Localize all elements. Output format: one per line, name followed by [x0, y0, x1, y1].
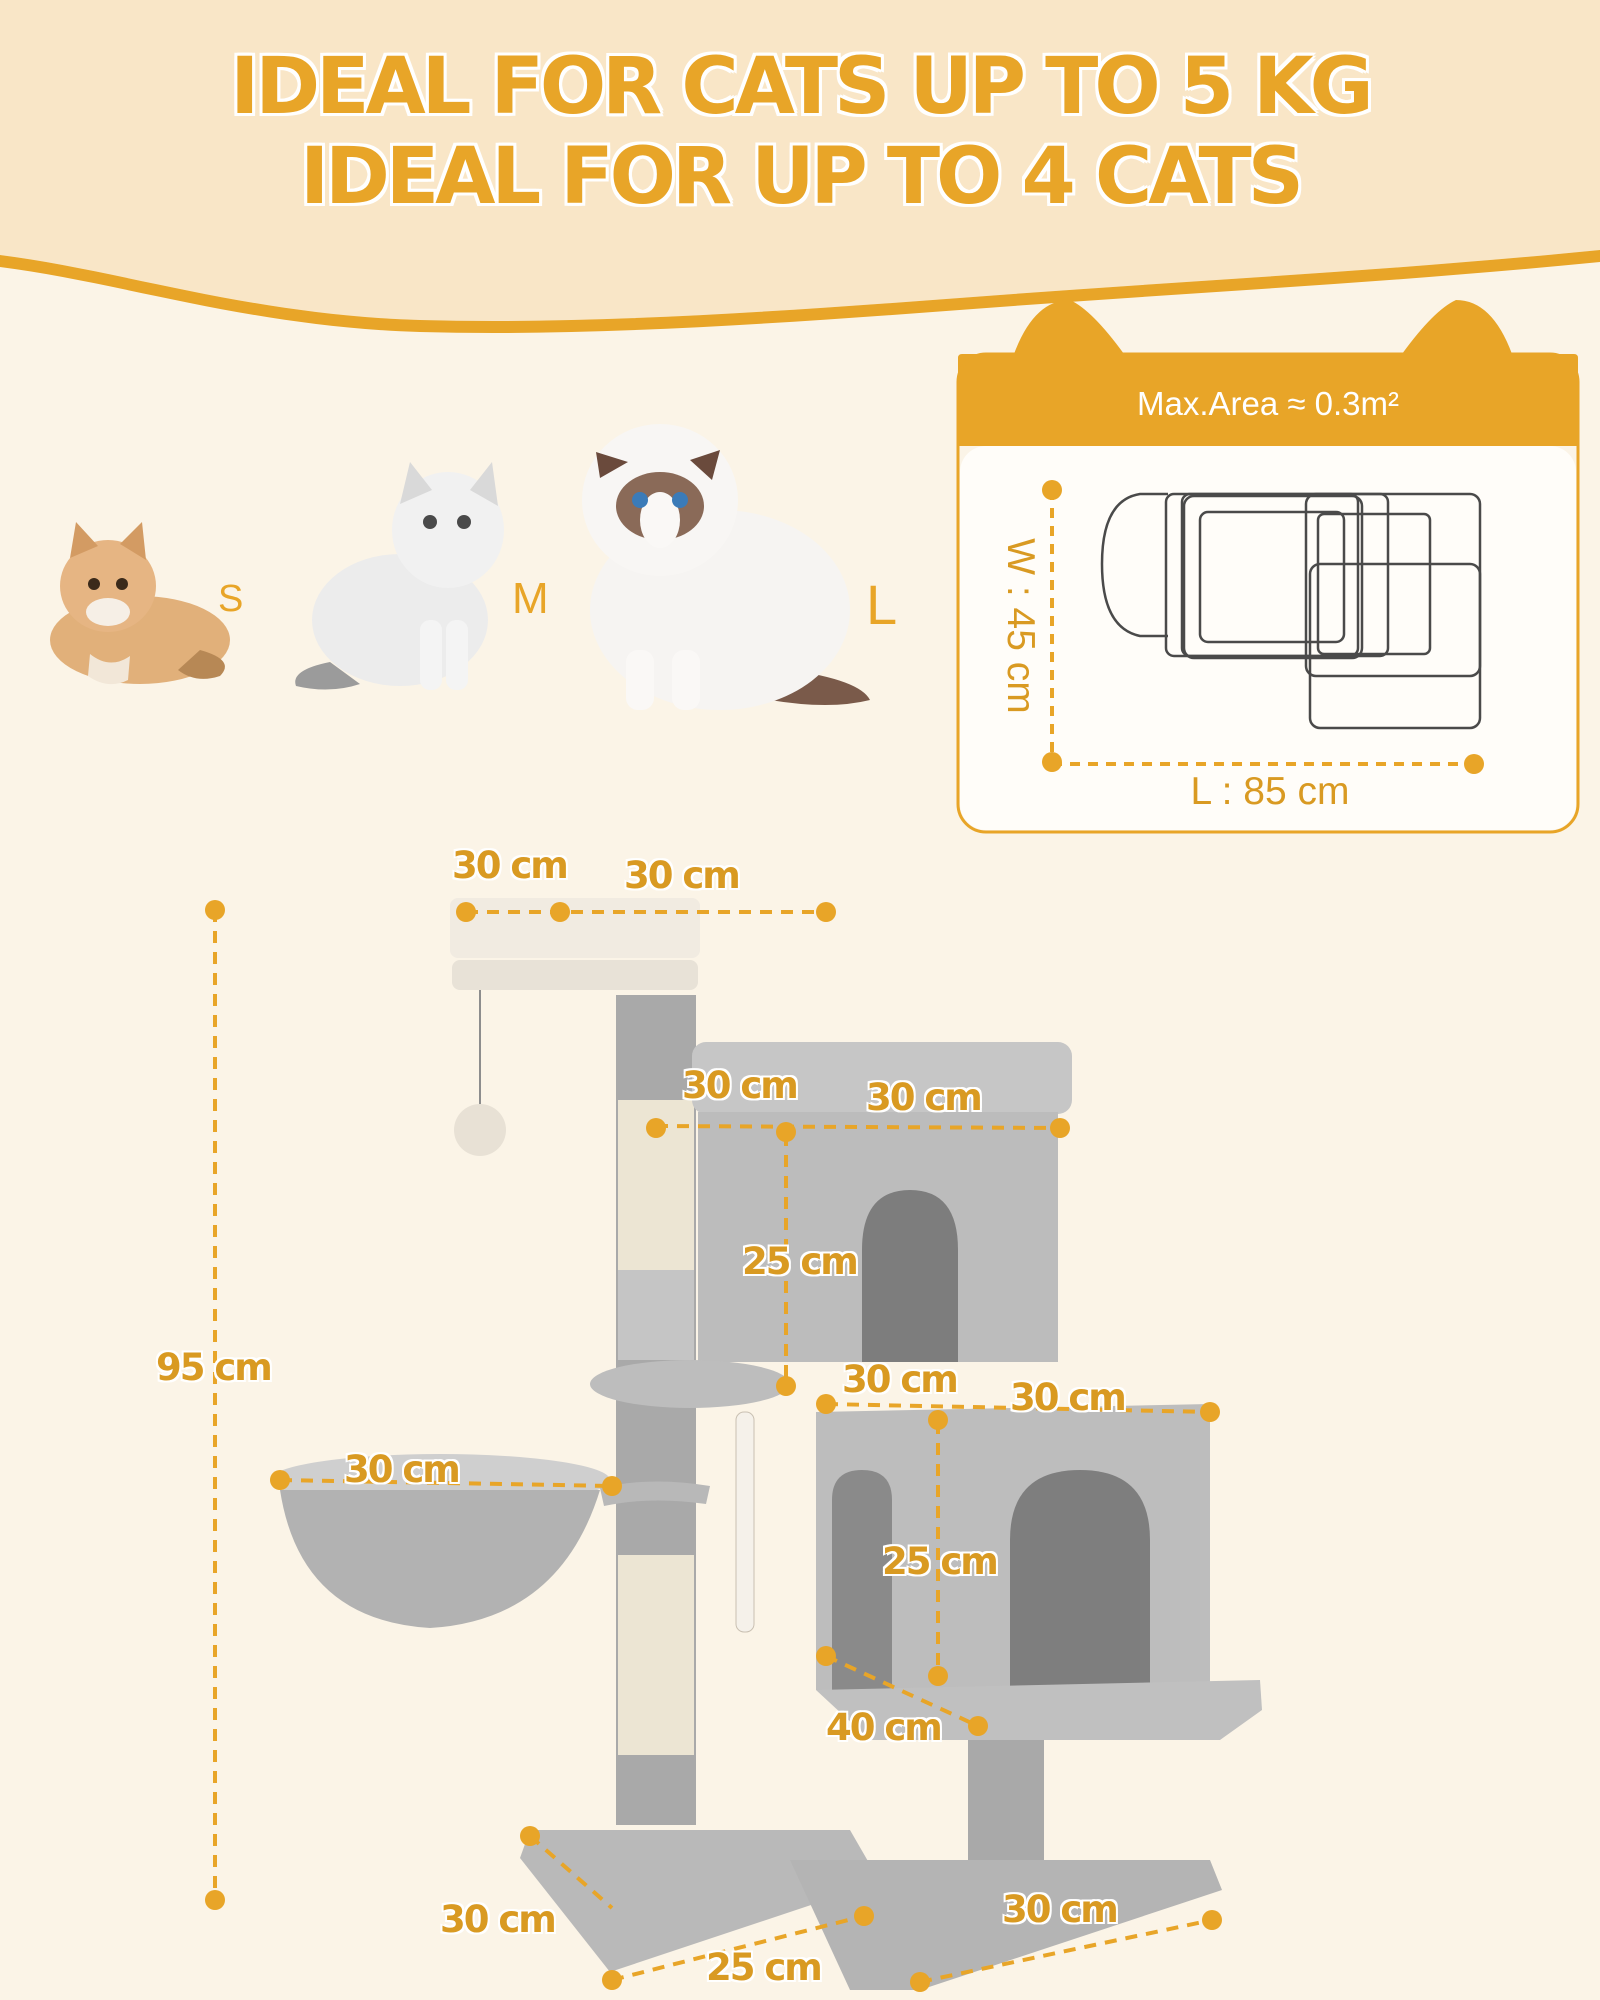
dimension-points [205, 900, 1222, 1992]
lower-condo-width-label: 30 cm [1010, 1376, 1127, 1419]
upper-condo-depth-label: 30 cm [682, 1064, 799, 1107]
large-cat-image [582, 424, 870, 710]
cat-tree-image [270, 898, 1262, 1990]
basket-diameter-label: 30 cm [344, 1448, 461, 1491]
area-width-label: W : 45 cm [999, 538, 1042, 714]
cat-size-medium-label: M [512, 574, 549, 623]
base-right-label: 30 cm [1002, 1888, 1119, 1931]
small-cat-image [50, 522, 230, 685]
cat-size-large-label: L [866, 573, 898, 636]
area-card [956, 300, 1580, 834]
lower-condo-depth-top-label: 30 cm [842, 1358, 959, 1401]
base-left-width-label: 25 cm [706, 1946, 823, 1989]
headline-capacity: IDEAL FOR UP TO 4 CATS [300, 132, 1304, 222]
top-perch-width-label: 30 cm [624, 854, 741, 897]
area-length-label: L : 85 cm [1190, 770, 1350, 813]
top-banner [0, 0, 1600, 321]
lower-condo-height-label: 25 cm [882, 1540, 999, 1583]
top-perch-length-label: 30 cm [452, 844, 569, 887]
total-height-label: 95 cm [156, 1346, 273, 1389]
medium-cat-image [295, 462, 504, 690]
banner-wave-edge [0, 250, 1600, 333]
max-area-title: Max.Area ≈ 0.3m² [1136, 385, 1400, 422]
base-left-depth-label: 30 cm [440, 1898, 557, 1941]
cat-size-small-label: S [218, 578, 244, 620]
upper-condo-height-label: 25 cm [742, 1240, 859, 1283]
dimension-lines [213, 910, 1213, 1984]
footprint-drawing [1100, 492, 1482, 730]
headline-weight: IDEAL FOR CATS UP TO 5 KG [230, 42, 1373, 132]
lower-condo-platform-label: 40 cm [826, 1706, 943, 1749]
upper-condo-width-label: 30 cm [866, 1076, 983, 1119]
